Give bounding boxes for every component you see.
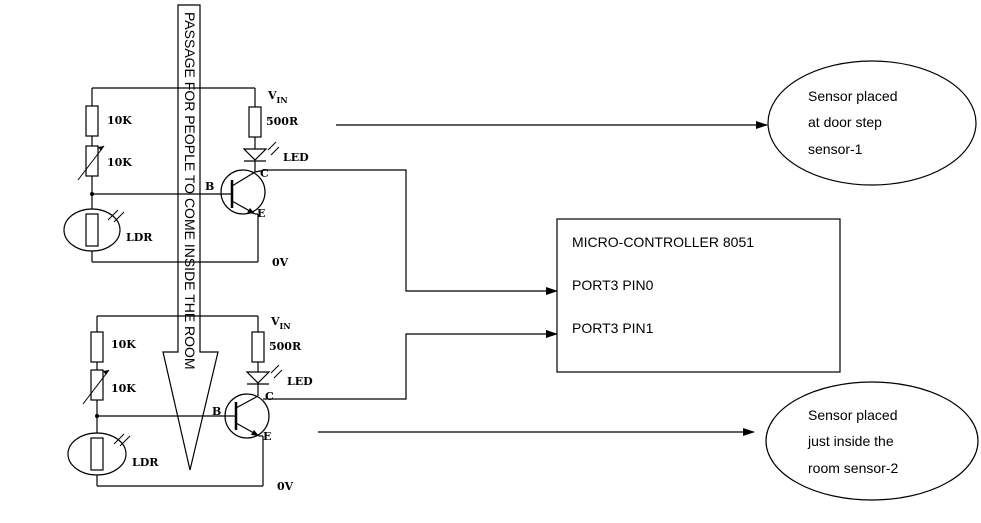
resistor-500r-2: [251, 331, 265, 363]
r1-label-2: 10K: [111, 338, 136, 351]
sensor-2-line-1: Sensor placed: [808, 407, 898, 423]
led-branch-2: VIN 500R LED: [245, 315, 313, 396]
sensor-1-line-3: sensor-1: [808, 141, 863, 157]
r500-label-2: 500R: [269, 340, 302, 353]
passage-label: PASSAGE FOR PEOPLE TO COME INSIDE THE RO…: [182, 12, 198, 370]
sensor-1-bubble: Sensor placed at door step sensor-1: [767, 60, 977, 186]
led-branch-1: VIN 500R LED: [242, 88, 309, 172]
resistor-500r-1: [248, 106, 262, 138]
mcu-pin0: PORT3 PIN0: [572, 277, 654, 293]
ldr-label-1: LDR: [126, 231, 153, 244]
base-label-1: B: [205, 180, 214, 193]
base-label-2: B: [212, 405, 221, 418]
led-label-2: LED: [287, 375, 313, 388]
sensor-1-line-2: at door step: [808, 114, 882, 130]
sensor-2-bubble: Sensor placed just inside the room senso…: [765, 381, 979, 501]
collector-label-1: C: [260, 167, 269, 180]
mcu-pin1: PORT3 PIN1: [572, 320, 654, 336]
ground-label-2: 0V: [277, 480, 294, 493]
resistor-10k-1: [85, 105, 99, 137]
vin-label-1: VIN: [267, 89, 288, 105]
mcu-title: MICRO-CONTROLLER 8051: [572, 234, 754, 250]
r1-label-1: 10K: [107, 114, 132, 127]
sensor-2-line-3: room sensor-2: [808, 460, 898, 476]
sensor-1-line-1: Sensor placed: [808, 88, 898, 104]
emitter-label-1: E: [257, 207, 265, 220]
transistor-1: B C E 0V: [205, 167, 289, 269]
r500-label-1: 500R: [266, 115, 299, 128]
led-icon-1: [242, 148, 268, 161]
ground-label-1: 0V: [272, 256, 289, 269]
resistor-10k-2: [90, 331, 104, 363]
vin-label-2: VIN: [270, 315, 291, 331]
resistor-divider-1: 10K 10K LDR: [63, 87, 258, 263]
collector-2-to-pin1-wire: [263, 330, 558, 400]
collector-1-to-pin0-wire: [265, 169, 558, 295]
led-label-1: LED: [283, 151, 309, 164]
sensor-circuit-1: 10K 10K LDR VIN 500R LED: [63, 87, 309, 269]
connections: [263, 121, 768, 436]
r2-label-2: 10K: [111, 382, 136, 395]
ldr-label-2: LDR: [132, 456, 159, 469]
passage-arrow: PASSAGE FOR PEOPLE TO COME INSIDE THE RO…: [162, 4, 219, 471]
r2-label-1: 10K: [107, 156, 132, 169]
collector-label-2: C: [265, 390, 274, 403]
sensor-circuit-2: 10K 10K LDR VIN 500R LED B: [67, 315, 313, 493]
microcontroller-box: MICRO-CONTROLLER 8051 PORT3 PIN0 PORT3 P…: [556, 218, 841, 373]
resistor-divider-2: 10K 10K LDR: [67, 315, 263, 487]
emitter-label-2: E: [263, 430, 271, 443]
transistor-2: B C E 0V: [212, 390, 294, 493]
sensor-2-line-2: just inside the: [807, 433, 894, 449]
led-icon-2: [245, 371, 271, 384]
